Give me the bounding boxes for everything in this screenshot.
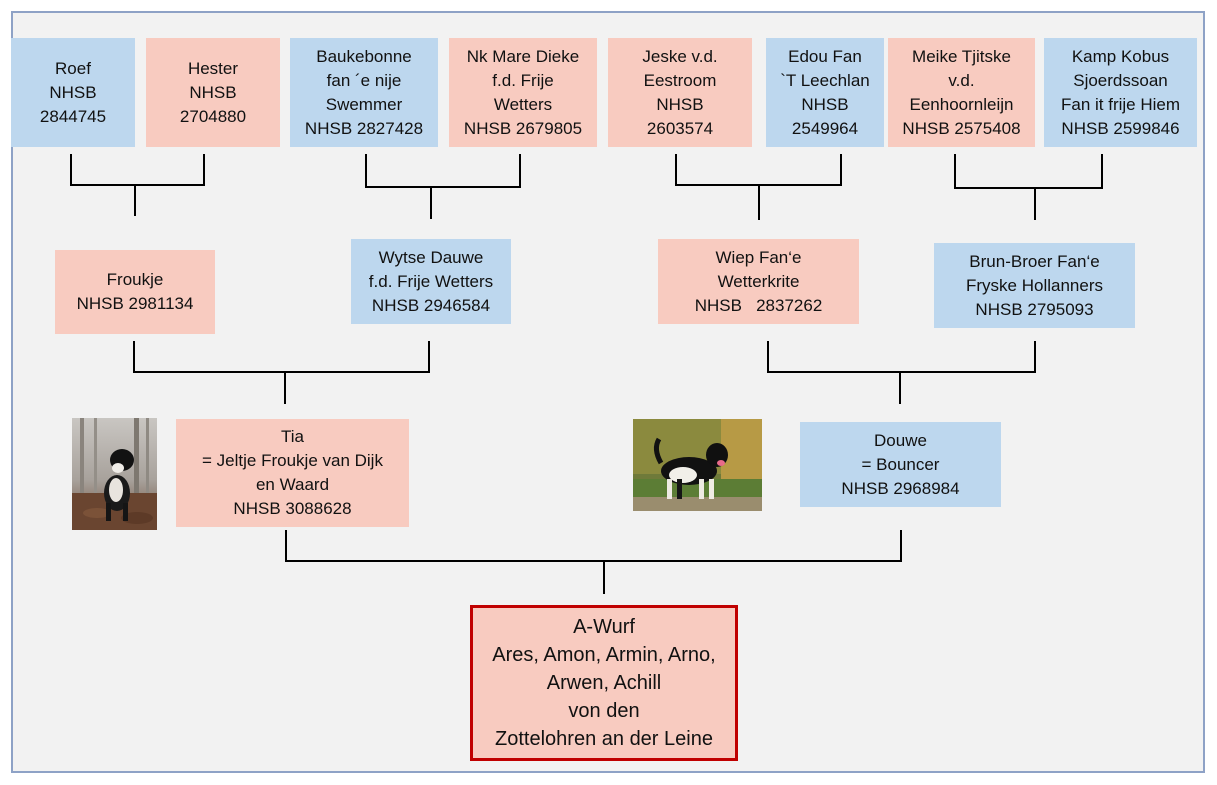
- box-line: Fan it frije Hiem: [1060, 94, 1181, 114]
- kennel-prefix: von den: [568, 700, 640, 722]
- box-line: NHSB 2827428: [304, 118, 424, 138]
- box-line: NHSB 3088628: [233, 499, 352, 518]
- pedigree-box-froukje: Froukje NHSB 2981134: [55, 250, 215, 334]
- box-line: 2704880: [179, 106, 247, 126]
- pedigree-box-edou: Edou Fan `T Leechlan NHSB 2549964: [766, 38, 884, 147]
- box-line: Jeske v.d.: [642, 46, 718, 66]
- pedigree-box-wytse-dauwe: Wytse Dauwe f.d. Frije Wetters NHSB 2946…: [351, 239, 511, 324]
- box-line: = Bouncer: [861, 454, 940, 474]
- douwe-photo: [633, 419, 762, 511]
- box-line: NHSB 2968984: [841, 478, 960, 498]
- box-line: NHSB: [189, 82, 237, 102]
- box-line: NHSB 2981134: [76, 294, 194, 313]
- box-line: Tia: [281, 427, 304, 446]
- box-line: Wetterkrite: [717, 271, 800, 291]
- connector-froukje-wytse: [133, 341, 430, 404]
- box-line: Kamp Kobus: [1071, 46, 1170, 66]
- pedigree-box-meike: Meike Tjitske v.d. Eenhoornleijn NHSB 25…: [888, 38, 1035, 147]
- pedigree-box-nk-mare-dieke: Nk Mare Dieke f.d. Frije Wetters NHSB 26…: [449, 38, 597, 147]
- pedigree-box-tia: Tia = Jeltje Froukje van Dijk en Waard N…: [176, 419, 409, 527]
- kennel-name: Zottelohren an der Leine: [495, 728, 713, 750]
- box-line: Brun-Broer Fan‘e: [969, 251, 1100, 271]
- box-line: = Jeltje Froukje van Dijk: [202, 451, 383, 470]
- box-line: Wiep Fan‘e: [715, 247, 802, 267]
- pedigree-box-roef: Roef NHSB 2844745: [11, 38, 135, 147]
- box-line: en Waard: [255, 475, 330, 494]
- pedigree-box-wiep: Wiep Fan‘e Wetterkrite NHSB 2837262: [658, 239, 859, 324]
- box-line: NHSB 2946584: [371, 295, 491, 315]
- box-line: 2844745: [39, 106, 107, 126]
- pedigree-box-hester: Hester NHSB 2704880: [146, 38, 280, 147]
- litter-title: A-Wurf: [573, 616, 635, 638]
- connector-roef-hester: [70, 154, 205, 216]
- box-line: Swemmer: [325, 94, 403, 114]
- box-line: fan ´e nije: [326, 70, 402, 90]
- box-line: Douwe: [874, 430, 927, 450]
- box-line: Baukebonne: [316, 46, 412, 66]
- connector-tia-douwe: [285, 530, 902, 594]
- box-line: Meike Tjitske: [912, 46, 1011, 66]
- pedigree-box-brun-broer: Brun-Broer Fan‘e Fryske Hollanners NHSB …: [934, 243, 1135, 328]
- box-line: Roef: [55, 58, 91, 78]
- pedigree-box-kamp-kobus: Kamp Kobus Sjoerdssoan Fan it frije Hiem…: [1044, 38, 1197, 147]
- box-line: Wytse Dauwe: [378, 247, 484, 267]
- connector-wiep-brun: [767, 341, 1036, 404]
- box-line: Wetters: [493, 94, 553, 114]
- litter-names: Ares, Amon, Armin, Arno,: [492, 644, 716, 666]
- box-line: Edou Fan: [788, 46, 862, 66]
- box-line: Nk Mare Dieke: [466, 46, 580, 66]
- pedigree-box-baukebonne: Baukebonne fan ´e nije Swemmer NHSB 2827…: [290, 38, 438, 147]
- connector-jeske-edou: [675, 154, 842, 220]
- box-line: 2603574: [646, 118, 714, 138]
- box-line: Froukje: [106, 270, 164, 289]
- box-line: NHSB 2599846: [1061, 118, 1180, 138]
- connector-baukebonne-dieke: [365, 154, 521, 219]
- box-line: Hester: [187, 58, 239, 78]
- box-line: NHSB 2575408: [902, 118, 1021, 138]
- box-line: f.d. Frije Wetters: [368, 271, 494, 291]
- box-line: NHSB 2795093: [975, 299, 1094, 319]
- tia-photo: [72, 418, 157, 530]
- connector-meike-kobus: [954, 154, 1103, 220]
- box-line: `T Leechlan: [780, 70, 870, 90]
- pedigree-box-douwe: Douwe = Bouncer NHSB 2968984: [800, 422, 1001, 507]
- litter-names: Arwen, Achill: [546, 672, 662, 694]
- box-line: Sjoerdssoan: [1073, 70, 1168, 90]
- box-line: NHSB 2679805: [463, 118, 583, 138]
- box-line: 2549964: [791, 118, 859, 138]
- box-line: v.d.: [948, 70, 975, 90]
- box-line: NHSB: [801, 94, 849, 114]
- box-line: Eenhoornleijn: [909, 94, 1014, 114]
- box-line: NHSB: [656, 94, 704, 114]
- box-line: Eestroom: [643, 70, 717, 90]
- box-line: NHSB 2837262: [694, 295, 823, 315]
- litter-box: A-Wurf Ares, Amon, Armin, Arno, Arwen, A…: [470, 605, 738, 761]
- pedigree-box-jeske: Jeske v.d. Eestroom NHSB 2603574: [608, 38, 752, 147]
- box-line: Fryske Hollanners: [966, 275, 1103, 295]
- box-line: NHSB: [49, 82, 97, 102]
- box-line: f.d. Frije: [492, 70, 554, 90]
